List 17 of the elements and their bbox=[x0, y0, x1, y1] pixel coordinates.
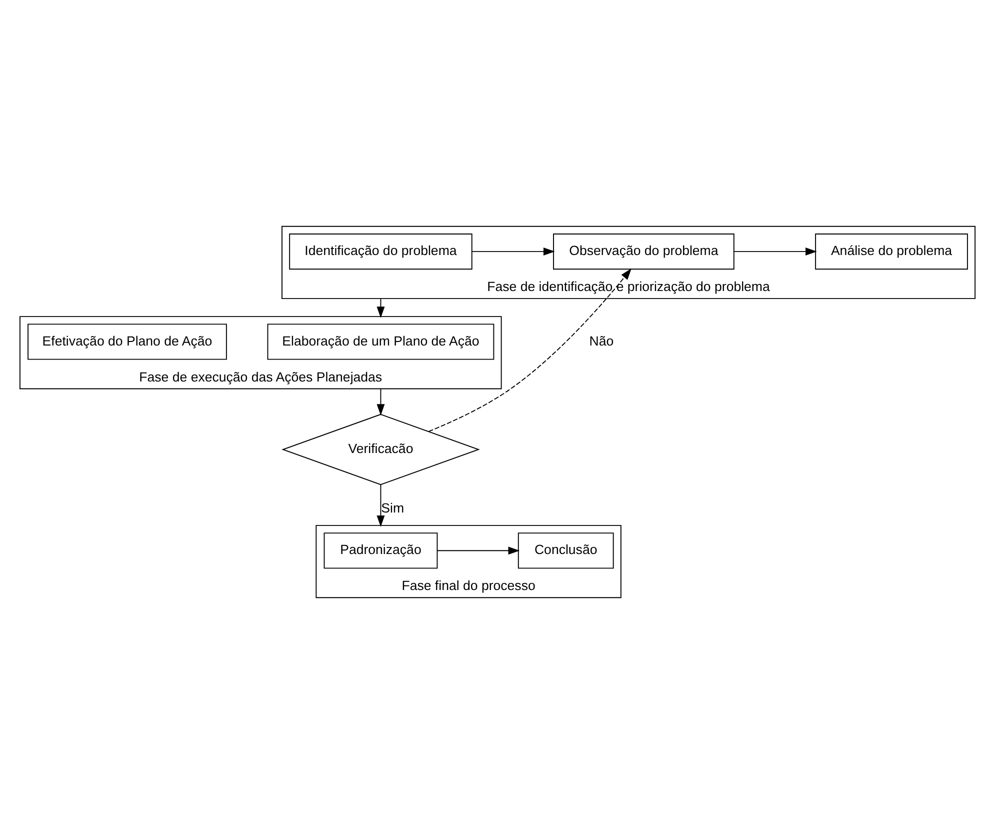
arrow bbox=[471, 247, 555, 256]
node-box: Análise do problema bbox=[815, 233, 968, 270]
edge-label: Não bbox=[589, 332, 614, 348]
arrow bbox=[437, 546, 520, 554]
node-box: Efetivação do Plano de Ação bbox=[28, 323, 227, 360]
node-box: Observação do problema bbox=[553, 233, 734, 270]
edge-label: Sim bbox=[381, 500, 404, 515]
node-box: Padronização bbox=[324, 532, 438, 568]
arrow bbox=[428, 268, 632, 432]
node-box: Identificação do problema bbox=[289, 233, 472, 270]
node-diamond: Verificacão bbox=[282, 413, 480, 485]
arrow bbox=[376, 388, 385, 415]
arrow bbox=[376, 298, 385, 318]
arrow bbox=[734, 247, 817, 256]
arrow bbox=[376, 484, 385, 526]
node-box: Elaboração de um Plano de Ação bbox=[267, 323, 494, 360]
node-box: Conclusão bbox=[518, 532, 614, 568]
